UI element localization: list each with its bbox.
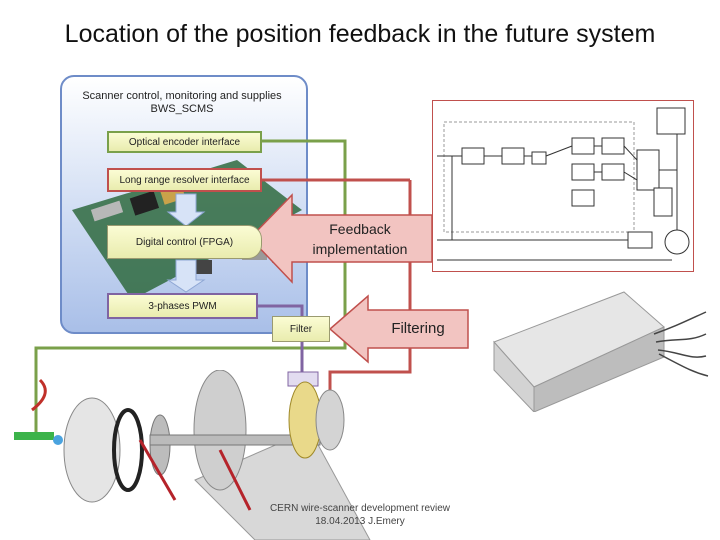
filtering-label: Filtering [391, 320, 445, 337]
feedback-label-line1: Feedback [329, 221, 391, 237]
filter-block: Filter [272, 316, 330, 342]
panel-title-line2: BWS_SCMS [150, 103, 214, 115]
footer-line2: 18.04.2013 J.Emery [315, 516, 405, 527]
pwm-wire [258, 304, 304, 316]
control-block-diagram-image [432, 100, 694, 272]
down-arrow-icon [166, 193, 206, 227]
down-arrow-icon [166, 259, 206, 293]
scanner-motor-assembly-image [14, 370, 371, 540]
digital-control-block: Digital control (FPGA) [107, 225, 262, 259]
panel-title: Scanner control, monitoring and supplies… [62, 90, 302, 116]
footer: CERN wire-scanner development review 18.… [240, 502, 480, 528]
page-title: Location of the position feedback in the… [64, 20, 656, 48]
filter-device-image [493, 291, 709, 412]
feedback-label-line2: implementation [312, 241, 408, 257]
panel-title-line1: Scanner control, monitoring and supplies [82, 90, 282, 102]
resolver-to-rotor-wire [328, 180, 412, 400]
resolver-interface-block: Long range resolver interface [107, 168, 262, 192]
footer-line1: CERN wire-scanner development review [269, 503, 451, 514]
optical-encoder-interface-block: Optical encoder interface [107, 131, 262, 153]
feedback-implementation-label: Feedback implementation [290, 219, 430, 259]
filtering-arrow-icon [328, 294, 469, 364]
pwm-block: 3-phases PWM [107, 293, 258, 319]
optical-encoder-wire [34, 139, 347, 432]
